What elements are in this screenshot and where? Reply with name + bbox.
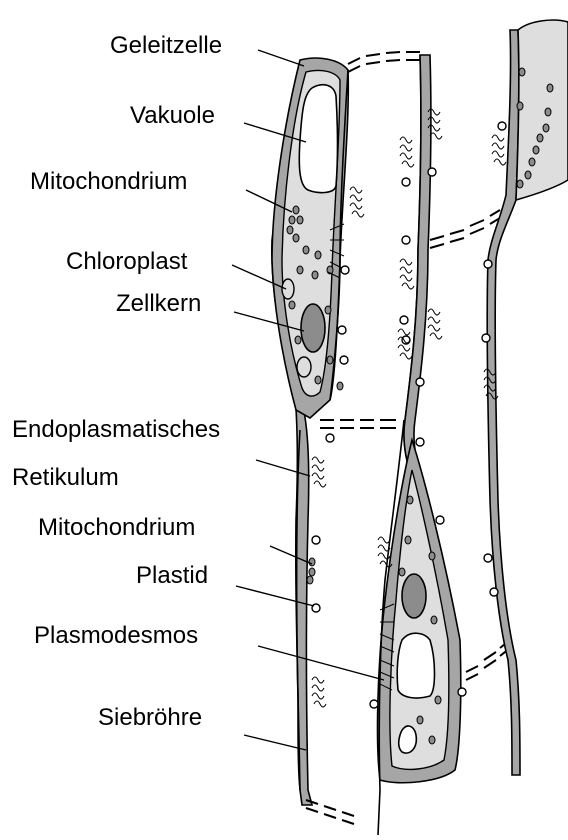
label-siebroehre: Siebröhre [98,706,202,730]
label-plasmodesmos: Plasmodesmos [34,624,198,648]
label-plastid: Plastid [136,564,208,588]
companion-nucleus [301,304,325,352]
label-geleitzelle: Geleitzelle [110,34,222,58]
lower-nucleus [402,574,426,618]
label-mitochondrium-2: Mitochondrium [38,516,195,540]
vacuole [299,85,337,193]
label-vakuole: Vakuole [130,104,215,128]
label-mitochondrium-1: Mitochondrium [30,170,187,194]
label-chloroplast: Chloroplast [66,250,187,274]
chloroplast [282,279,294,299]
label-endoplasmatisches: Endoplasmatisches [12,418,220,442]
label-retikulum: Retikulum [12,466,119,490]
right-companion-cell [516,20,568,200]
lower-vacuole [397,633,434,698]
label-zellkern: Zellkern [116,292,201,316]
